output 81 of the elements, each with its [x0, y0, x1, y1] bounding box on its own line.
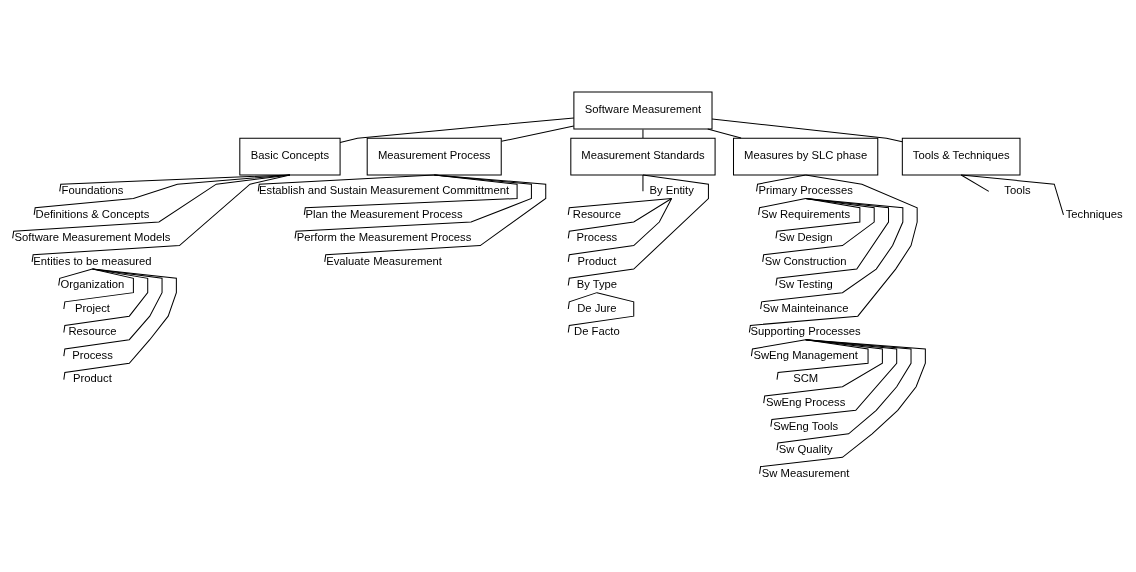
node-box: Measures by SLC phase: [733, 137, 879, 175]
connector: [776, 338, 869, 380]
connector: [324, 173, 547, 262]
connector: [294, 173, 532, 239]
node-text: Evaluate Measurement: [326, 254, 442, 267]
connector: [567, 197, 673, 262]
node-text: Techniques: [1065, 207, 1123, 220]
connector: [763, 338, 883, 404]
connector: [63, 268, 149, 333]
connector: [567, 173, 709, 286]
connector: [63, 268, 177, 380]
connector: [707, 128, 742, 139]
node-text: Software Measurement Models: [14, 230, 171, 243]
connector: [960, 173, 1064, 215]
node-text: Project: [74, 301, 110, 314]
connector: [776, 338, 912, 451]
node-text: Product: [73, 371, 112, 384]
node-text: Sw Requirements: [761, 207, 851, 220]
connector: [567, 291, 598, 309]
node-text: Sw Mainteinance: [762, 301, 849, 314]
node-text: Plan the Measurement Process: [305, 207, 463, 220]
node-text: Sw Measurement: [761, 466, 850, 479]
connector: [748, 173, 918, 333]
node-text: De Jure: [577, 301, 617, 314]
node-text: Sw Construction: [764, 254, 847, 267]
connector: [642, 128, 644, 139]
node-text: SwEng Process: [765, 395, 846, 408]
node-text: SwEng Tools: [773, 419, 839, 432]
node-box: Measurement Standards: [570, 137, 716, 175]
node-text: Establish and Sustain Measurement Committment: [259, 183, 510, 196]
connector: [58, 268, 93, 286]
node-text: De Facto: [574, 324, 620, 337]
node-text: By Type: [576, 277, 618, 290]
connector: [711, 118, 903, 142]
node-text: Supporting Processes: [750, 324, 861, 337]
connector: [63, 268, 163, 357]
connector: [63, 268, 134, 309]
node-box: Measurement Process: [366, 137, 502, 175]
connector: [775, 197, 890, 286]
node-text: By Entity: [649, 183, 694, 196]
connector: [12, 173, 291, 239]
node-text: Definitions & Concepts: [35, 207, 150, 220]
connector: [303, 173, 518, 215]
node-text: SwEng Management: [753, 348, 858, 361]
connector: [567, 291, 635, 333]
connector: [758, 197, 807, 215]
node-text: Perform the Measurement Process: [296, 230, 472, 243]
node-text: Process: [576, 230, 618, 243]
connector: [31, 173, 291, 262]
connector: [567, 197, 673, 239]
connector: [760, 197, 904, 309]
node-text: Foundations: [61, 183, 124, 196]
connector: [642, 173, 644, 192]
connector: [770, 338, 898, 427]
node-text: Entities to be measured: [33, 254, 152, 267]
node-box: Basic Concepts: [239, 137, 341, 175]
connector: [759, 338, 926, 474]
connector: [500, 125, 575, 142]
connector: [750, 338, 807, 357]
connector: [567, 197, 673, 215]
node-text: Primary Processes: [758, 183, 853, 196]
connector: [756, 173, 807, 192]
connector: [960, 173, 990, 192]
node-text: Sw Design: [778, 230, 833, 243]
node-text: Resource: [68, 324, 117, 337]
connector: [339, 116, 575, 143]
node-box: Software Measurement: [573, 91, 713, 129]
connector: [762, 197, 875, 262]
connector: [59, 173, 291, 192]
node-text: Resource: [572, 207, 621, 220]
node-text: Process: [72, 348, 113, 361]
connector: [33, 173, 291, 215]
node-box: Tools & Techniques: [901, 137, 1021, 175]
node-text: Product: [577, 254, 617, 267]
connector: [775, 197, 861, 239]
node-text: Sw Testing: [778, 277, 833, 290]
node-text: Tools: [1004, 183, 1031, 196]
connector: [257, 173, 435, 192]
node-text: Sw Quality: [778, 442, 833, 455]
node-text: Organization: [60, 277, 125, 290]
node-text: SCM: [793, 371, 819, 384]
